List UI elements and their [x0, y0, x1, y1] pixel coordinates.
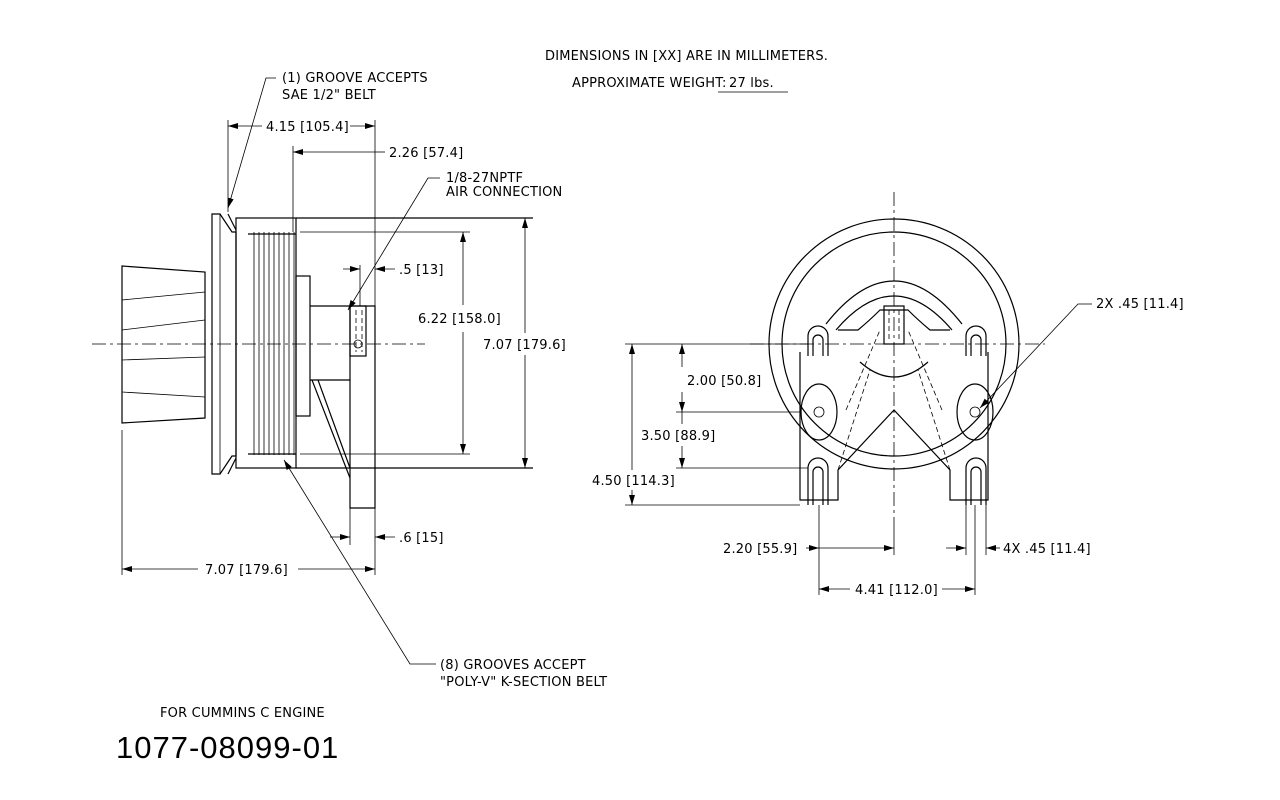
- dim-2-26: 2.26 [57.4]: [389, 146, 463, 161]
- tapered-hub: [121, 265, 206, 424]
- dim-0-5: .5 [13]: [399, 263, 444, 278]
- upper-left-slot: [807, 325, 829, 356]
- lower-right-slot: [965, 457, 987, 505]
- grooves-callout-line1: (8) GROOVES ACCEPT: [440, 658, 586, 673]
- mounting-flange: [349, 305, 376, 509]
- dim-4-50: 4.50 [114.3]: [592, 474, 675, 489]
- weight-value: 27 lbs.: [729, 76, 774, 91]
- middle-right-hole: [969, 406, 981, 418]
- side-view: 4.15 [105.4] 2.26 [57.4] .5 [13] 6.22 [1…: [92, 71, 607, 690]
- grooves-callout-line2: "POLY-V" K-SECTION BELT: [440, 675, 607, 690]
- dim-2-20: 2.20 [55.9]: [723, 542, 797, 557]
- air-callout-line2: AIR CONNECTION: [446, 185, 562, 200]
- weight-label: APPROXIMATE WEIGHT:: [572, 76, 727, 91]
- air-callout-line1: 1/8-27NPTF: [446, 171, 523, 186]
- dim-6-22: 6.22 [158.0]: [418, 312, 501, 327]
- middle-right-boss: [956, 383, 994, 441]
- dim-4x-45: 4X .45 [11.4]: [1003, 542, 1091, 557]
- lower-left-slot: [807, 457, 829, 505]
- middle-left-boss: [800, 383, 838, 441]
- part-number: 1077-08099-01: [116, 730, 339, 765]
- upper-right-slot: [965, 325, 987, 356]
- groove-callout-line2: SAE 1/2" BELT: [282, 88, 376, 103]
- dim-2x-45: 2X .45 [11.4]: [1096, 297, 1184, 312]
- dim-0-6: .6 [15]: [399, 531, 444, 546]
- application-note: FOR CUMMINS C ENGINE: [160, 706, 325, 721]
- dim-2-00: 2.00 [50.8]: [687, 374, 761, 389]
- front-view: 2X .45 [11.4] 2.00 [50.8] 3.50 [88.9] 4.…: [592, 192, 1184, 598]
- middle-left-hole: [813, 406, 825, 418]
- poly-v-grooves: [248, 232, 296, 455]
- dim-4-41: 4.41 [112.0]: [855, 583, 938, 598]
- dim-3-50: 3.50 [88.9]: [641, 429, 715, 444]
- dimensions-note: DIMENSIONS IN [XX] ARE IN MILLIMETERS.: [545, 49, 828, 64]
- dim-7-07-horizontal: 7.07 [179.6]: [205, 563, 288, 578]
- groove-callout-line1: (1) GROOVE ACCEPTS: [282, 71, 428, 86]
- air-port: [349, 305, 367, 357]
- dim-7-07-vertical: 7.07 [179.6]: [483, 338, 566, 353]
- dim-4-15: 4.15 [105.4]: [266, 120, 349, 135]
- clutch-body: [235, 217, 297, 469]
